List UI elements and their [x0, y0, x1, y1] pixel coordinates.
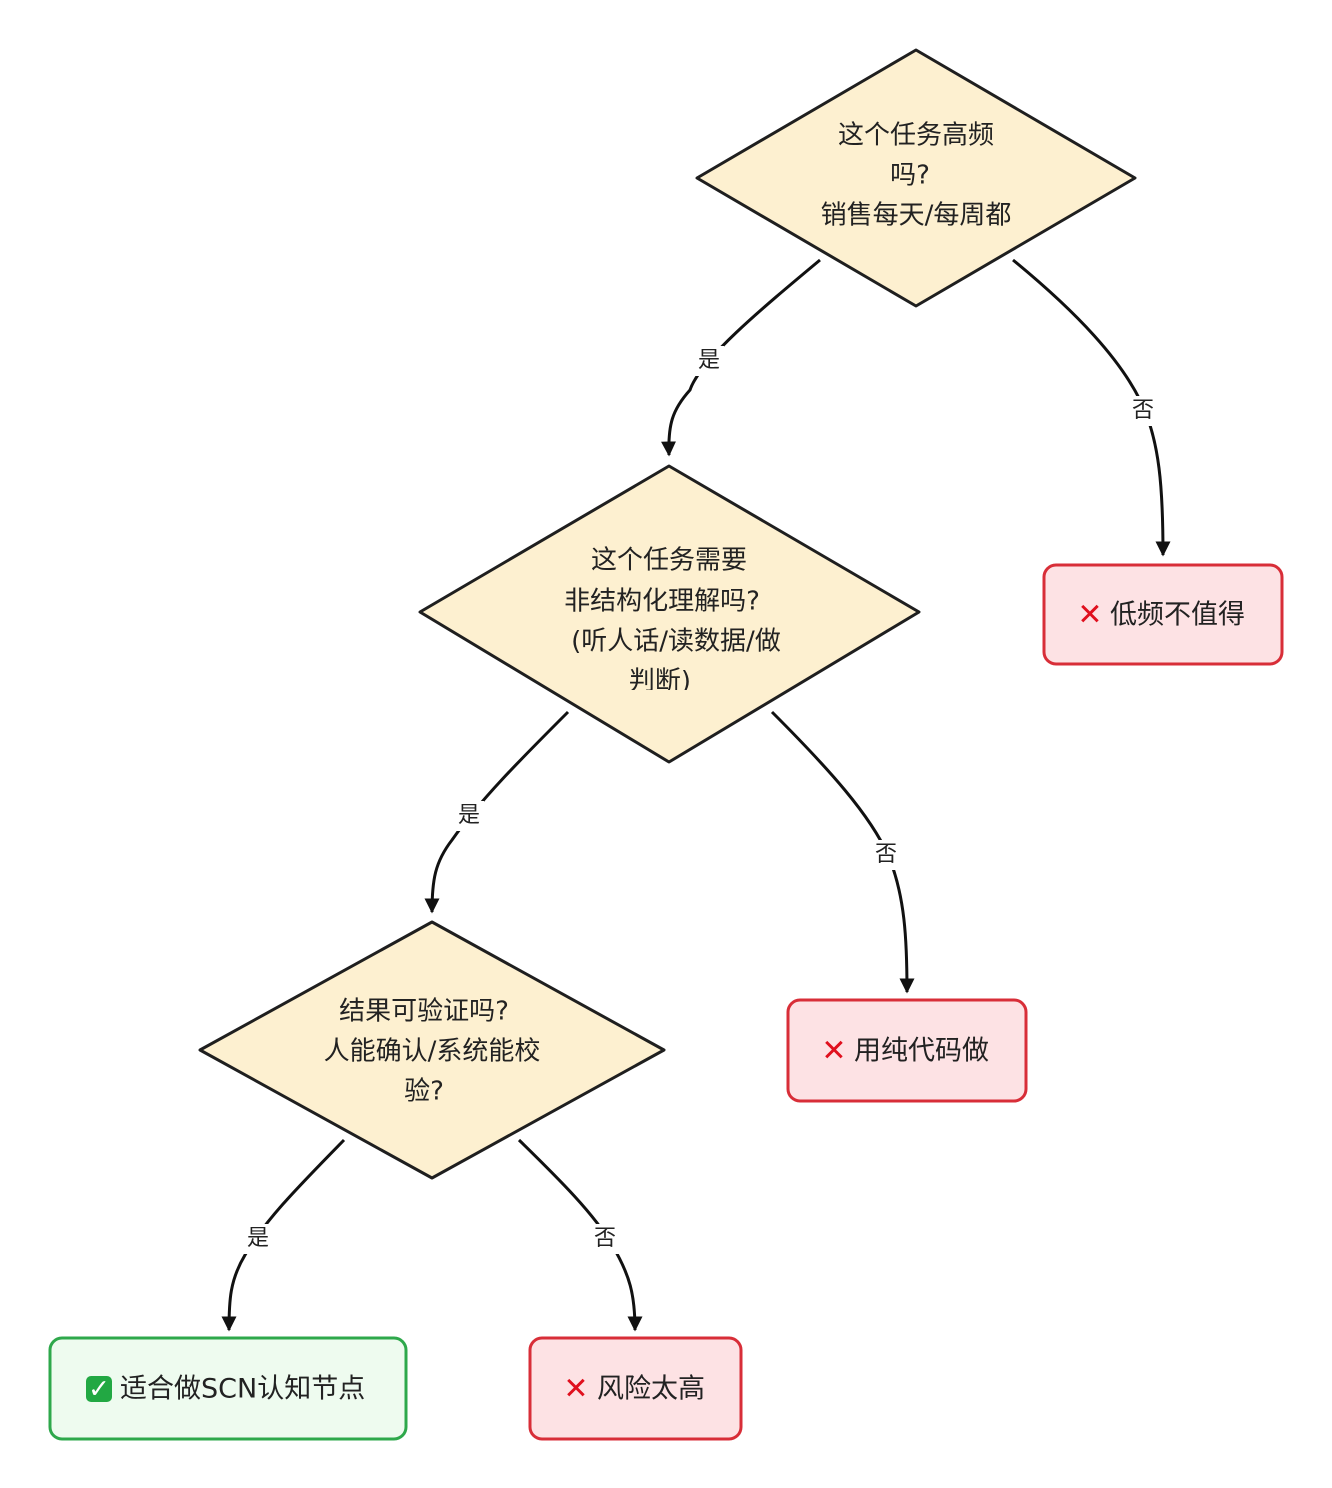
outcome-label: 风险太高 [597, 1374, 705, 1405]
decision-line: (听人话/读数据/做 [571, 627, 781, 657]
edge-label-no: 否 [594, 1226, 616, 1251]
decision-verifiable: 结果可验证吗? 人能确认/系统能校 验? [198, 920, 666, 1180]
decision-line: 非结构化理解吗? [564, 587, 760, 617]
edge-d2-yes: 是 [424, 710, 570, 914]
edge-label-yes: 是 [698, 348, 720, 373]
decision-line: 人能确认/系统能校 [324, 1037, 541, 1067]
decision-line: 这个任务高频 [838, 121, 994, 151]
decision-line: 这个任务需要 [591, 546, 747, 576]
edge-label-yes: 是 [458, 803, 480, 828]
outcome-label: 低频不值得 [1110, 600, 1245, 631]
decision-high-frequency: 这个任务高频 吗? 销售每天/每周都 [695, 48, 1137, 308]
decision-line: 结果可验证吗? [339, 997, 509, 1027]
outcome-pure-code: ✕ 用纯代码做 [786, 998, 1028, 1103]
outcome-high-risk: ✕ 风险太高 [528, 1336, 743, 1441]
edge-label-no: 否 [875, 842, 897, 867]
cross-icon: ✕ [563, 1372, 588, 1407]
edge-d1-yes: 是 [661, 258, 821, 457]
outcome-low-frequency: ✕ 低频不值得 [1042, 563, 1284, 666]
cross-icon: ✕ [1077, 598, 1102, 633]
outcome-label: 用纯代码做 [854, 1036, 989, 1067]
outcome-scn-node: ✓ 适合做SCN认知节点 [48, 1336, 408, 1441]
decision-line: 验? [404, 1077, 444, 1107]
decision-unstructured: 这个任务需要 非结构化理解吗? (听人话/读数据/做 判断) [418, 464, 921, 764]
edge-d3-yes: 是 [221, 1138, 346, 1332]
decision-line: 销售每天/每周都 [821, 201, 1012, 231]
edge-label-no: 否 [1132, 398, 1154, 423]
edge-d2-no: 否 [770, 710, 915, 994]
decision-line: 判断) [629, 667, 691, 697]
check-icon: ✓ [88, 1375, 110, 1405]
edge-d3-no: 否 [517, 1138, 643, 1332]
decision-line: 吗? [890, 161, 930, 191]
check-box-icon [86, 1376, 112, 1402]
edge-label-yes: 是 [247, 1226, 269, 1251]
cross-icon: ✕ [821, 1034, 846, 1069]
outcome-label: 适合做SCN认知节点 [120, 1374, 365, 1405]
edge-d1-no: 否 [1012, 258, 1171, 557]
